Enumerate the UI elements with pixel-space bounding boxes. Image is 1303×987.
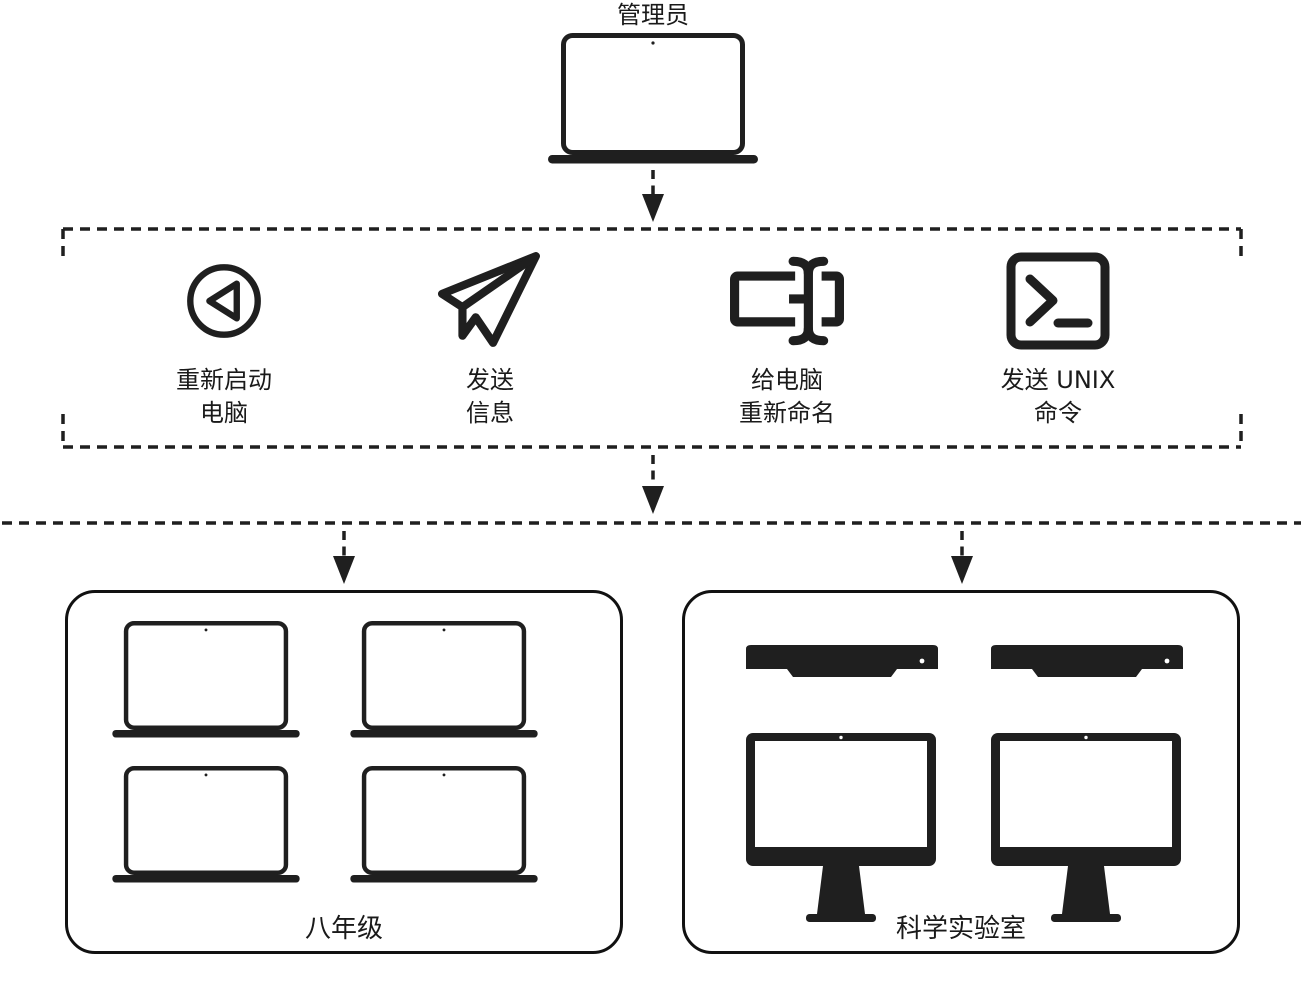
send-message-icon	[437, 252, 540, 347]
action-label: 给电脑 重新命名	[739, 366, 835, 427]
desktop-monitor-icon	[991, 733, 1181, 923]
group-label: 科学实验室	[895, 914, 1026, 944]
arrowhead-icon	[951, 556, 973, 584]
action-send-unix-command: 发送 UNIX 命令	[948, 250, 1168, 430]
group-science-lab: 科学实验室	[682, 590, 1240, 954]
group-label: 八年级	[304, 914, 383, 944]
arrowhead-icon	[333, 556, 355, 584]
rename-icon	[730, 256, 844, 346]
laptop-open-icon	[112, 621, 300, 738]
action-rename-computer: 给电脑 重新命名	[677, 250, 897, 430]
restart-icon	[187, 264, 261, 338]
action-send-message: 发送 信息	[380, 250, 600, 430]
action-label: 发送 信息	[466, 366, 514, 427]
laptop-open-icon	[350, 621, 538, 738]
action-restart-computer: 重新启动 电脑	[114, 250, 334, 430]
arrowhead-icon	[642, 486, 664, 514]
arrowhead-icon	[642, 194, 664, 222]
admin-label: 管理员	[617, 1, 689, 29]
group-grade-8: 八年级	[65, 590, 623, 954]
action-label: 发送 UNIX 命令	[1000, 366, 1116, 427]
laptop-open-icon	[350, 766, 538, 883]
laptop-open-icon	[112, 766, 300, 883]
laptop-closed-icon	[746, 645, 938, 679]
terminal-icon	[1006, 252, 1110, 350]
laptop-closed-icon	[991, 645, 1183, 679]
admin-laptop-icon	[548, 33, 758, 164]
desktop-monitor-icon	[746, 733, 936, 923]
action-label: 重新启动 电脑	[176, 366, 272, 427]
